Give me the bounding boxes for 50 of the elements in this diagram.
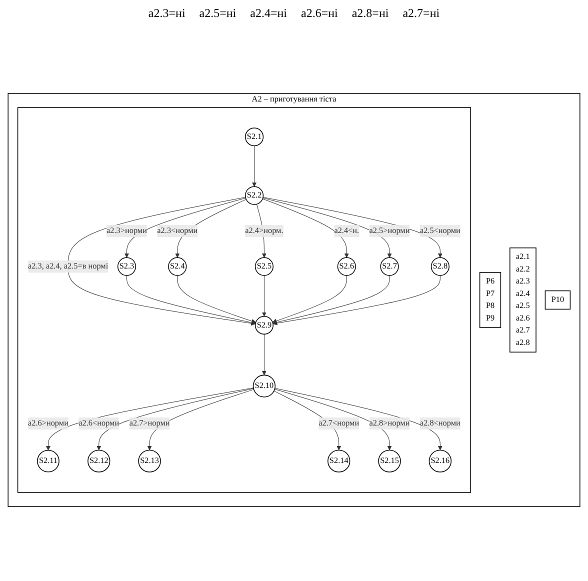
edge-label: a2.3>норми (106, 226, 147, 236)
edge-label: a2.6>норми (28, 418, 68, 428)
arrow (262, 198, 349, 258)
edge-label: a2.8>норми (369, 418, 410, 428)
node-circle: S2.13 (138, 450, 161, 472)
node-circle: S2.4 (168, 257, 187, 276)
condition-label: a2.3=ні (148, 6, 186, 21)
node-circle: S2.14 (328, 450, 350, 472)
edge-label: a2.5<норми (420, 226, 460, 236)
arrow (262, 275, 266, 317)
arrow (262, 198, 392, 258)
node-circle: S2.12 (88, 450, 110, 472)
node-circle: S2.6 (337, 257, 356, 276)
node-circle: S2.2 (244, 186, 264, 205)
node-box: P10 (544, 290, 571, 310)
edge-label: a2.6<норми (78, 418, 120, 428)
arrow (262, 334, 266, 376)
edge-label: a2.3<норми (157, 226, 198, 236)
arrow (272, 275, 390, 324)
node-circle: S2.5 (254, 257, 274, 276)
arrow (272, 275, 440, 326)
node-circle: S2.7 (380, 257, 399, 276)
edge-label: a2.3, a2.4, a2.5=в нормі (28, 262, 108, 271)
node-circle: S2.1 (244, 128, 264, 146)
arrow (177, 275, 256, 324)
condition-label: a2.5=ні (199, 6, 236, 21)
arrow (252, 146, 257, 187)
arrow (272, 275, 347, 324)
cluster (17, 107, 471, 493)
condition-label: a2.6=ні (301, 6, 338, 21)
node-circle: S2.11 (37, 450, 60, 472)
arrow (262, 197, 442, 258)
node-circle: S2.16 (428, 450, 452, 472)
node-box: a2.1 a2.2 a2.3 a2.4 a2.5 a2.6 a2.7 a2.8 (510, 248, 536, 352)
node-circle: S2.8 (430, 257, 450, 276)
edge-label: a2.8<норми (420, 418, 460, 428)
edge-label: a2.4<н. (334, 226, 360, 236)
condition-label: a2.7=ні (402, 6, 440, 21)
node-circle: S2.10 (252, 374, 276, 398)
node-circle: S2.15 (378, 450, 401, 472)
condition-label: a2.4=ні (250, 6, 287, 21)
node-circle: S2.3 (117, 257, 136, 276)
node-box: P6 P7 P8 P9 (479, 272, 502, 328)
arrow (126, 275, 256, 325)
edge-label: a2.5>норми (369, 226, 410, 236)
edge-label: a2.4>норм. (245, 226, 284, 236)
condition-label: a2.8=ні (352, 6, 389, 21)
edge-label: a2.7<норми (318, 418, 360, 428)
node-circle: S2.9 (254, 316, 274, 335)
edge-label: a2.7>норми (129, 418, 170, 428)
